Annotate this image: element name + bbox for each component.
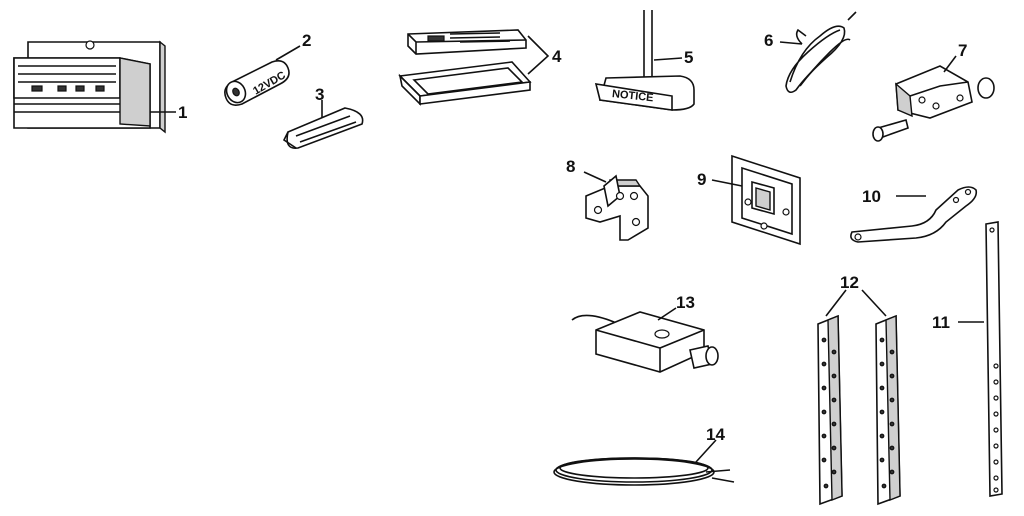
part-9-mounting-plate [731, 154, 801, 246]
part-2-battery: 12VDC [224, 60, 290, 106]
label-part-11: 11 [932, 313, 950, 332]
part-4-wall-control-case [398, 29, 532, 106]
label-part-7: 7 [958, 41, 967, 60]
label-part-10: 10 [862, 187, 881, 206]
label-part-5: 5 [684, 48, 693, 67]
label-part-4: 4 [552, 47, 562, 66]
label-part-14: 14 [706, 425, 725, 444]
label-part-3: 3 [315, 85, 324, 104]
angle-iron-holes [821, 337, 895, 489]
label-part-12: 12 [840, 273, 859, 292]
part-3-visor-clip [282, 107, 364, 149]
part-6-wire-bundle [785, 11, 857, 94]
part-12-angle-irons [817, 314, 901, 506]
label-part-13: 13 [676, 293, 695, 312]
part-8-bracket [585, 174, 649, 241]
part-10-curved-arm [850, 186, 978, 243]
label-part-2: 2 [302, 31, 311, 50]
part-number-labels: 1 2 3 4 5 6 7 8 9 10 11 12 13 14 [178, 31, 967, 444]
label-part-6: 6 [764, 31, 773, 50]
label-part-9: 9 [697, 170, 706, 189]
leader-lines [150, 35, 984, 463]
part-7-door-bracket-hardware [872, 65, 995, 142]
part-14-cable-coil [553, 457, 735, 486]
label-part-8: 8 [566, 157, 575, 176]
part-5-notice-tag: NOTICE [594, 10, 695, 111]
part-1-receiver-unit [13, 40, 166, 134]
part-11-long-rail [985, 221, 1003, 497]
part-13-sensor-unit [571, 311, 719, 373]
notice-tag-text: NOTICE [611, 88, 654, 104]
label-part-1: 1 [178, 103, 187, 122]
